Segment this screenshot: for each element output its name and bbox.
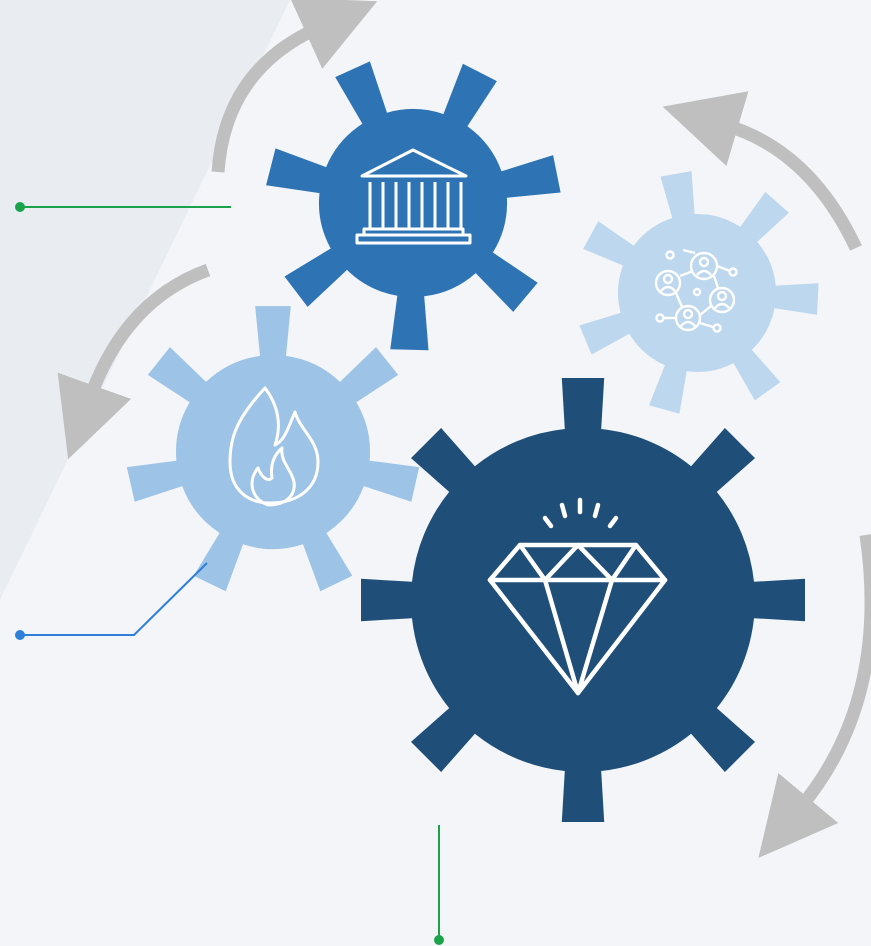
bank-icon <box>355 148 472 245</box>
gear-diamond <box>361 378 805 822</box>
diamond-icon <box>487 497 668 696</box>
gear-diamond-shape <box>361 378 805 822</box>
callout-line-top-left <box>15 202 231 212</box>
cycle-arrow-right-bottom <box>758 534 871 858</box>
gear-bank <box>266 61 561 351</box>
cycle-arrow-right-top <box>662 91 862 251</box>
cycle-arrow-left <box>57 263 211 460</box>
cycle-arrow-top <box>211 0 378 173</box>
gear-fire <box>126 306 420 592</box>
network-people-icon <box>654 248 738 333</box>
gear-bank-shape <box>266 61 561 351</box>
callout-line-mid-left <box>15 562 208 640</box>
callout-line-bottom <box>434 825 444 945</box>
gear-fire-shape <box>126 306 420 592</box>
fire-icon <box>228 386 320 507</box>
